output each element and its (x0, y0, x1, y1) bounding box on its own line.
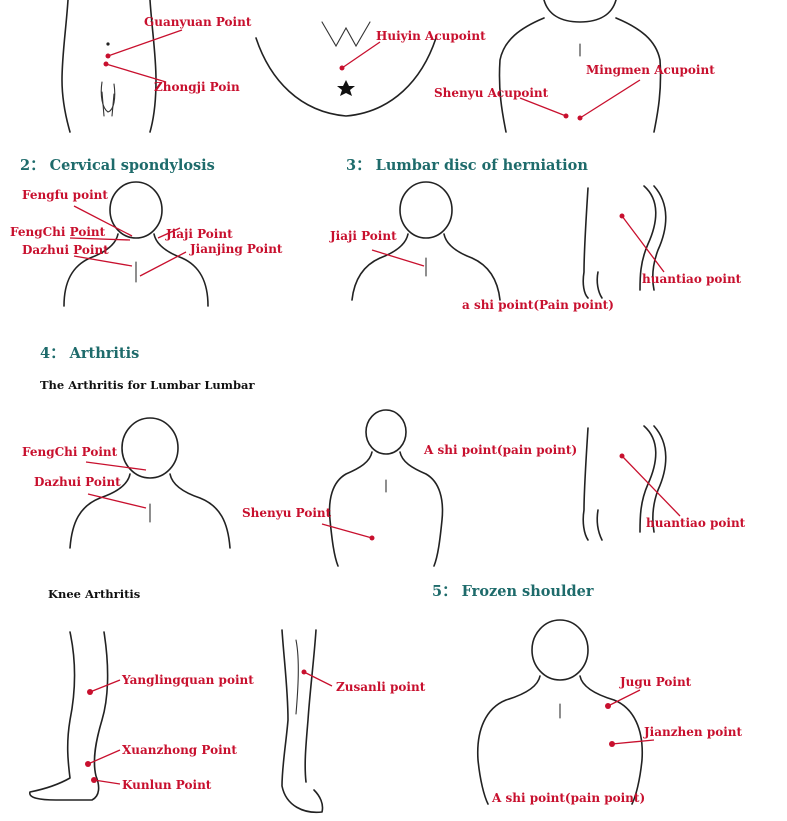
shenyu-label: Shenyu Acupoint (434, 86, 549, 100)
cervical-figure (63, 181, 209, 307)
section-3-heading: 3： Lumbar disc of herniation (346, 157, 588, 174)
lumbar-huantiao-label: huantiao point (642, 272, 742, 286)
lumbar-jiaji-label: Jiaji Point (330, 229, 397, 243)
zhongji-label: Zhongji Poin (154, 80, 240, 94)
arthritis-dazhui-label: Dazhui Point (34, 475, 121, 489)
knee-side-leg-figure (29, 631, 109, 801)
fengfu-label: Fengfu point (22, 188, 108, 202)
arthritis-huantiao-label: huantiao point (646, 516, 746, 530)
guanyuan-label: Guanyuan Point (144, 15, 252, 29)
section-2-heading: 2： Cervical spondylosis (20, 157, 215, 174)
acupoint-markers (69, 29, 681, 785)
kunlun-label: Kunlun Point (122, 778, 212, 792)
jiaji-label: Jiaji Point (166, 227, 233, 241)
section-5-heading: 5： Frozen shoulder (432, 583, 594, 600)
huiyin-label: Huiyin Acupoint (376, 29, 486, 43)
yanglingquan-label: Yanglingquan point (122, 673, 254, 687)
section-4-heading: 4： Arthritis (40, 345, 140, 362)
shoulder-ashi-label: A shi point(pain point) (492, 791, 646, 805)
jianzhen-label: Jianzhen point (644, 725, 743, 739)
lumbar-head-figure (351, 181, 501, 301)
fengchi-label: FengChi Point (10, 225, 106, 239)
arthritis-fengchi-label: FengChi Point (22, 445, 118, 459)
mingmen-label: Mingmen Acupoint (586, 63, 715, 77)
dazhui-label: Dazhui Point (22, 243, 109, 257)
xuanzhong-label: Xuanzhong Point (122, 743, 237, 757)
arthritis-leg-figure (582, 425, 667, 541)
lumbar-ashi-label: a shi point(Pain point) (462, 298, 614, 312)
arthritis-head-figure (69, 417, 231, 549)
upper-back-figure-1 (498, 0, 662, 133)
lumbar-leg-figure (582, 185, 667, 299)
shoulder-figure (476, 619, 644, 805)
knee-subheading: Knee Arthritis (48, 587, 141, 601)
knee-front-leg-figure (281, 629, 324, 814)
arthritis-ashi-label: A shi point(pain point) (424, 443, 578, 457)
arthritis-shenyu-label: Shenyu Point (242, 506, 332, 520)
zusanli-label: Zusanli point (336, 680, 426, 694)
perineum-figure (255, 21, 437, 117)
arthritis-back-figure (328, 409, 444, 567)
abdomen-figure (61, 0, 157, 133)
jugu-label: Jugu Point (620, 675, 692, 689)
jianjing-label: Jianjing Point (190, 242, 283, 256)
section-4-subheading: The Arthritis for Lumbar Lumbar (40, 378, 255, 392)
